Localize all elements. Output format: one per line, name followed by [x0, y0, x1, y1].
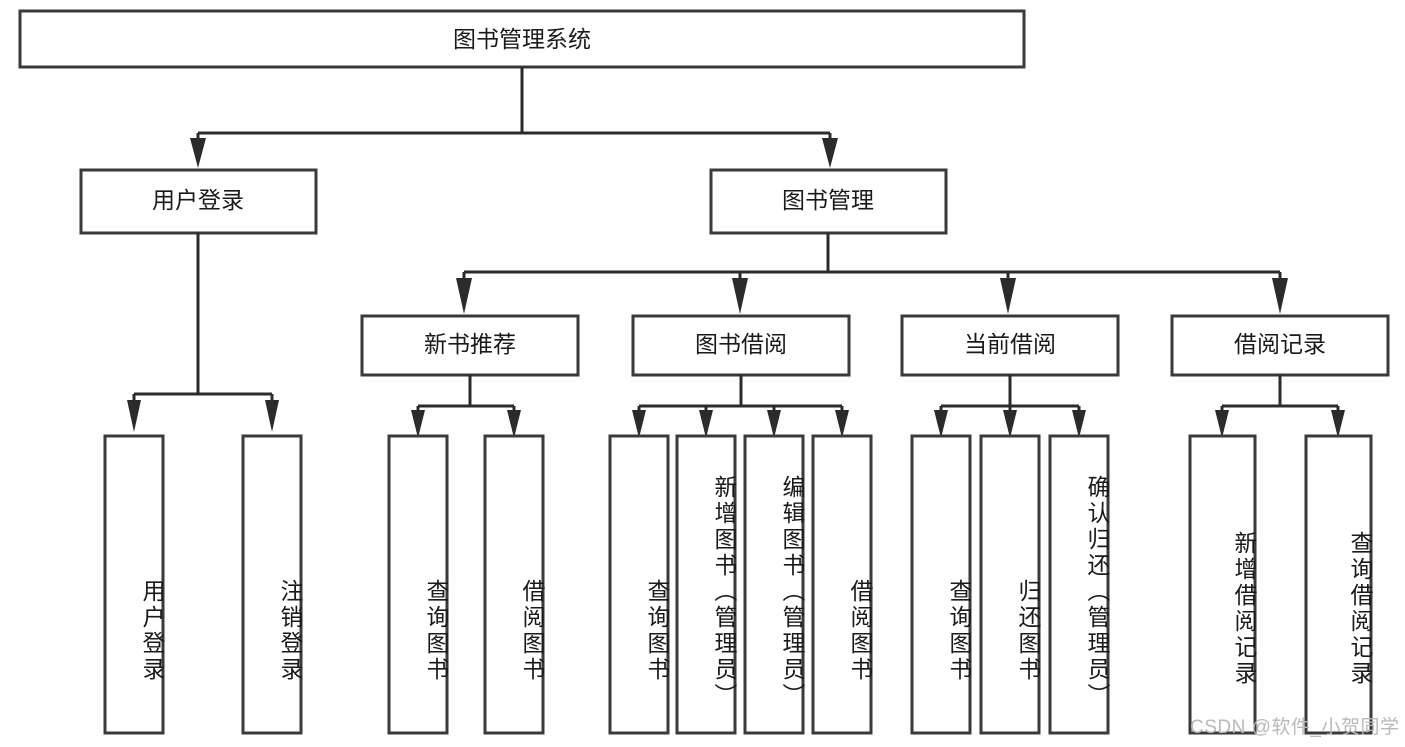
node-book-manage-box[interactable] [709, 168, 948, 235]
node-user-login[interactable]: 用户登录 [79, 168, 318, 235]
arrow-to-leaf-add-book [699, 410, 713, 438]
node-book-manage-label: 图书管理 [782, 187, 874, 213]
leaf-box-query-book-3[interactable] [910, 434, 972, 735]
node-borrow-record-label: 借阅记录 [1234, 331, 1326, 357]
leaf-box-logout[interactable] [241, 434, 303, 735]
node-current-borrow-label: 当前借阅 [964, 331, 1056, 357]
node-new-book-box[interactable] [360, 314, 580, 377]
node-root[interactable]: 图书管理系统 [18, 9, 1026, 69]
arrow-to-new-book [456, 278, 472, 314]
arrow-to-leaf-query-book-1 [411, 410, 425, 438]
node-root-box[interactable] [18, 9, 1026, 69]
leaf-box-add-record[interactable] [1188, 434, 1257, 735]
leaf-box-confirm-return[interactable] [1048, 434, 1110, 735]
node-current-borrow-box[interactable] [900, 314, 1120, 377]
arrow-to-leaf-confirm-return [1072, 410, 1086, 438]
arrow-to-leaf-query-book-3 [934, 410, 948, 438]
node-book-borrow[interactable]: 图书借阅 [631, 314, 851, 377]
node-borrow-record[interactable]: 借阅记录 [1170, 314, 1390, 377]
arrow-to-borrow-record [1272, 278, 1288, 314]
node-book-manage[interactable]: 图书管理 [709, 168, 948, 235]
leaf-box-query-book-1[interactable] [387, 434, 449, 735]
arrow-to-leaf-return-book [1003, 410, 1017, 438]
arrow-to-user-login [190, 138, 206, 168]
leaf-box-user-login[interactable] [103, 434, 165, 735]
node-current-borrow[interactable]: 当前借阅 [900, 314, 1120, 377]
arrow-to-leaf-user-login [127, 400, 141, 432]
arrow-to-current-borrow [1000, 278, 1016, 314]
leaf-box-return-book[interactable] [979, 434, 1041, 735]
leaf-box-query-record[interactable] [1304, 434, 1373, 735]
node-new-book[interactable]: 新书推荐 [360, 314, 580, 377]
leaf-box-add-book[interactable] [675, 434, 737, 735]
arrow-to-leaf-query-book-2 [632, 410, 646, 438]
node-book-borrow-label: 图书借阅 [695, 331, 787, 357]
csdn-watermark: CSDN @软件_小贺同学 [1190, 717, 1400, 738]
arrow-to-leaf-add-record [1215, 410, 1229, 438]
arrow-to-book-manage [822, 138, 838, 168]
node-user-login-label: 用户登录 [152, 187, 244, 213]
arrow-to-leaf-borrow-book-2 [835, 410, 849, 438]
node-borrow-record-box[interactable] [1170, 314, 1390, 377]
leaf-box-edit-book[interactable] [743, 434, 805, 735]
arrow-to-leaf-query-record [1331, 410, 1345, 438]
node-new-book-label: 新书推荐 [424, 331, 516, 357]
arrow-to-leaf-borrow-book-1 [507, 410, 521, 438]
arrow-to-leaf-logout [265, 400, 279, 432]
leaf-box-borrow-book-1[interactable] [483, 434, 545, 735]
leaf-box-query-book-2[interactable] [608, 434, 670, 735]
arrow-to-book-borrow [732, 278, 748, 314]
node-book-borrow-box[interactable] [631, 314, 851, 377]
node-root-label: 图书管理系统 [453, 26, 591, 52]
leaf-box-borrow-book-2[interactable] [811, 434, 873, 735]
arrow-to-leaf-edit-book [767, 410, 781, 438]
